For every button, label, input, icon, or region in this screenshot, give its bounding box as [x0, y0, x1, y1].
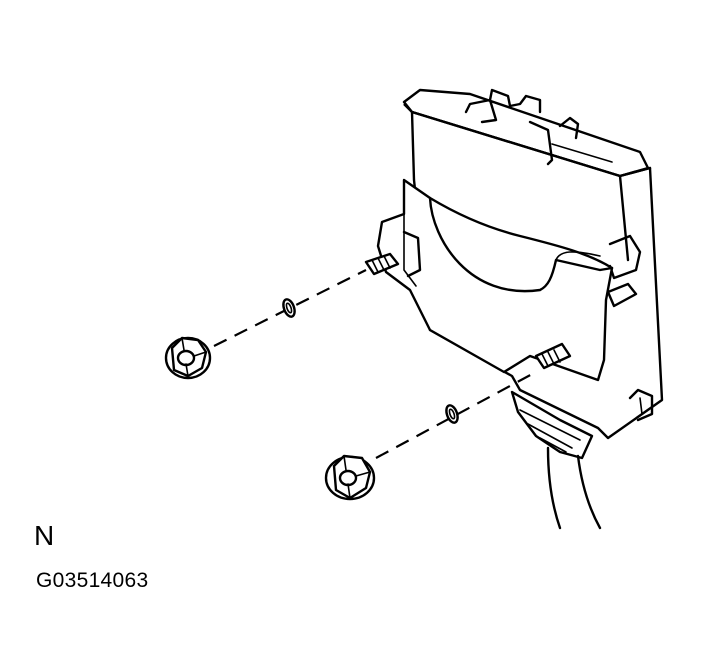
nut-lower — [324, 454, 376, 501]
axis-line-lower — [375, 371, 537, 459]
view-letter: N — [34, 520, 55, 551]
stud-upper — [364, 252, 400, 276]
washer-upper — [282, 298, 296, 318]
stud-lower — [534, 342, 572, 370]
wiring-harness — [510, 390, 602, 530]
figure-id: G03514063 — [36, 569, 149, 592]
nut-upper — [164, 336, 212, 380]
mounting-bracket — [376, 178, 614, 382]
axis-line-upper — [213, 269, 367, 347]
washer-lower — [445, 404, 459, 424]
